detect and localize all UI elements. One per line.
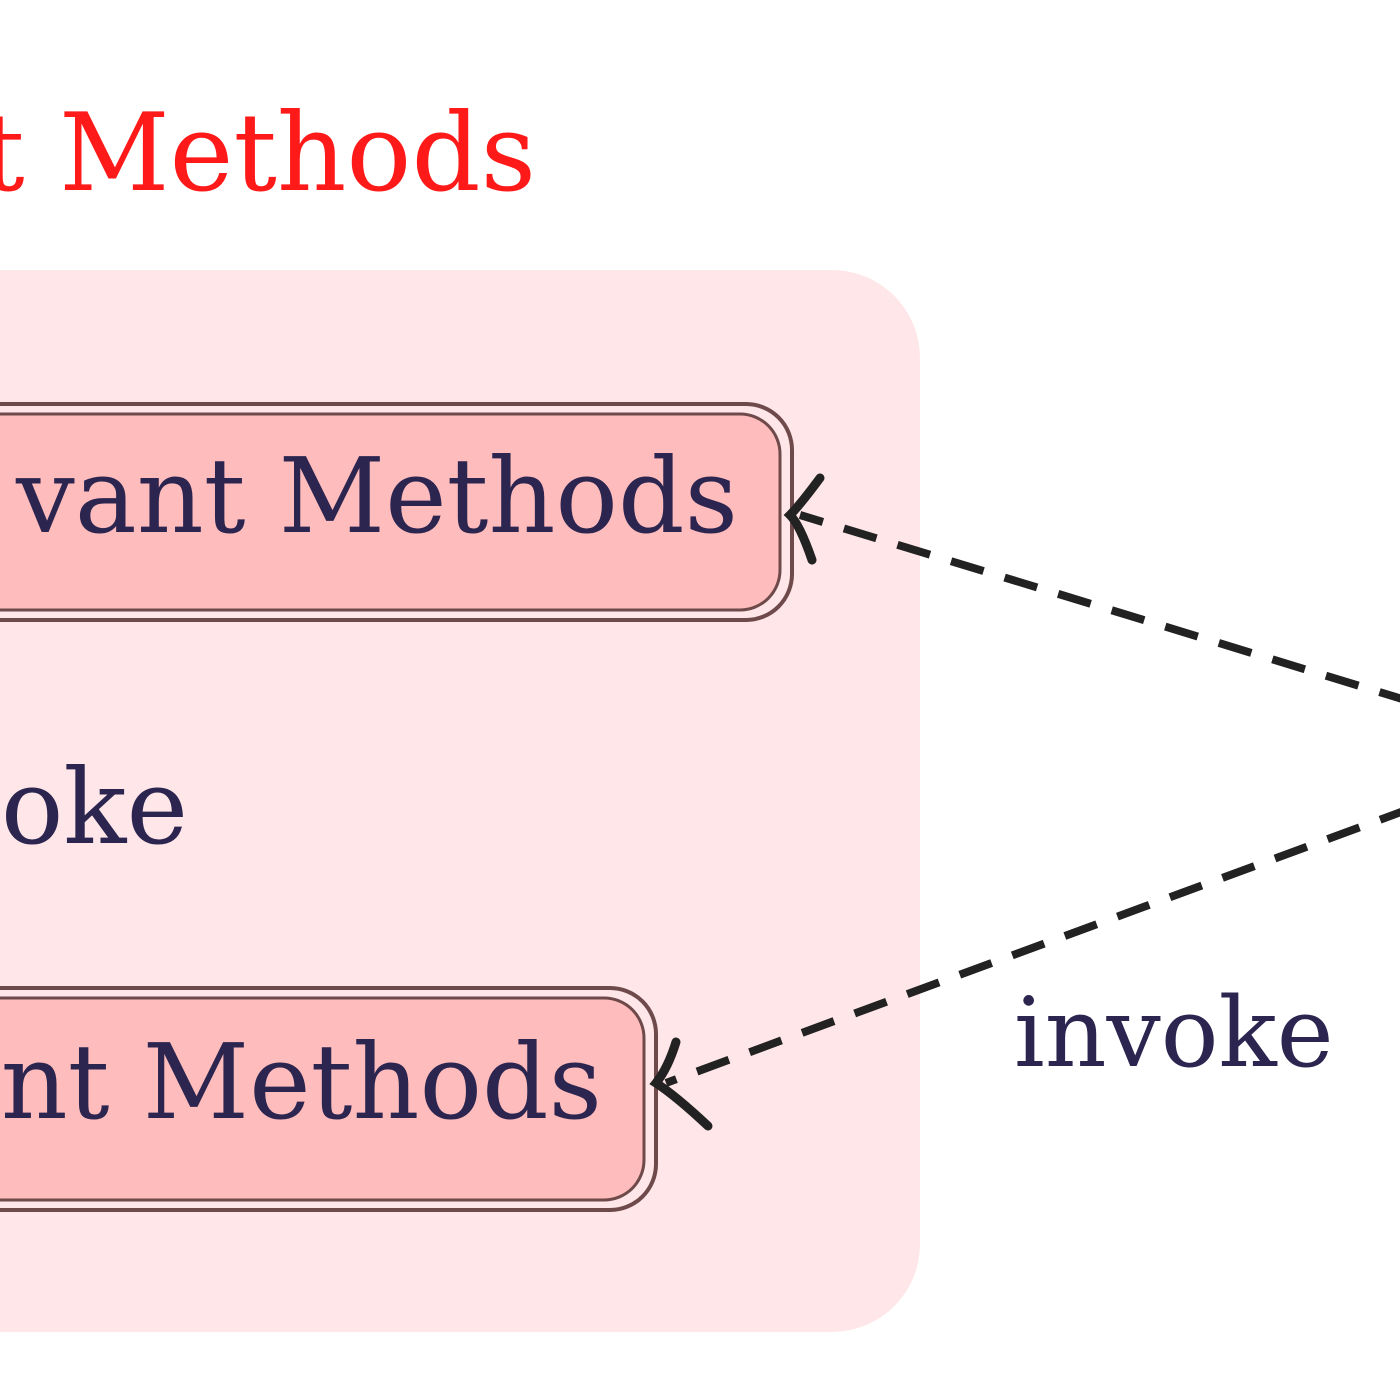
edge-label-invoke: invoke xyxy=(1014,977,1334,1089)
arrowhead-node-1 xyxy=(783,473,825,565)
inner-edge-label: oke xyxy=(0,746,188,868)
edge-to-node-1 xyxy=(798,511,1400,703)
group-title: t Methods xyxy=(0,91,536,216)
node-1-label: vant Methods xyxy=(16,435,738,557)
node-1-box[interactable] xyxy=(0,402,794,622)
edge-to-node-2 xyxy=(664,808,1400,1087)
node-2-box[interactable] xyxy=(0,986,658,1212)
node-2-label: nt Methods xyxy=(0,1021,602,1143)
arrowhead-node-2 xyxy=(649,1037,713,1131)
